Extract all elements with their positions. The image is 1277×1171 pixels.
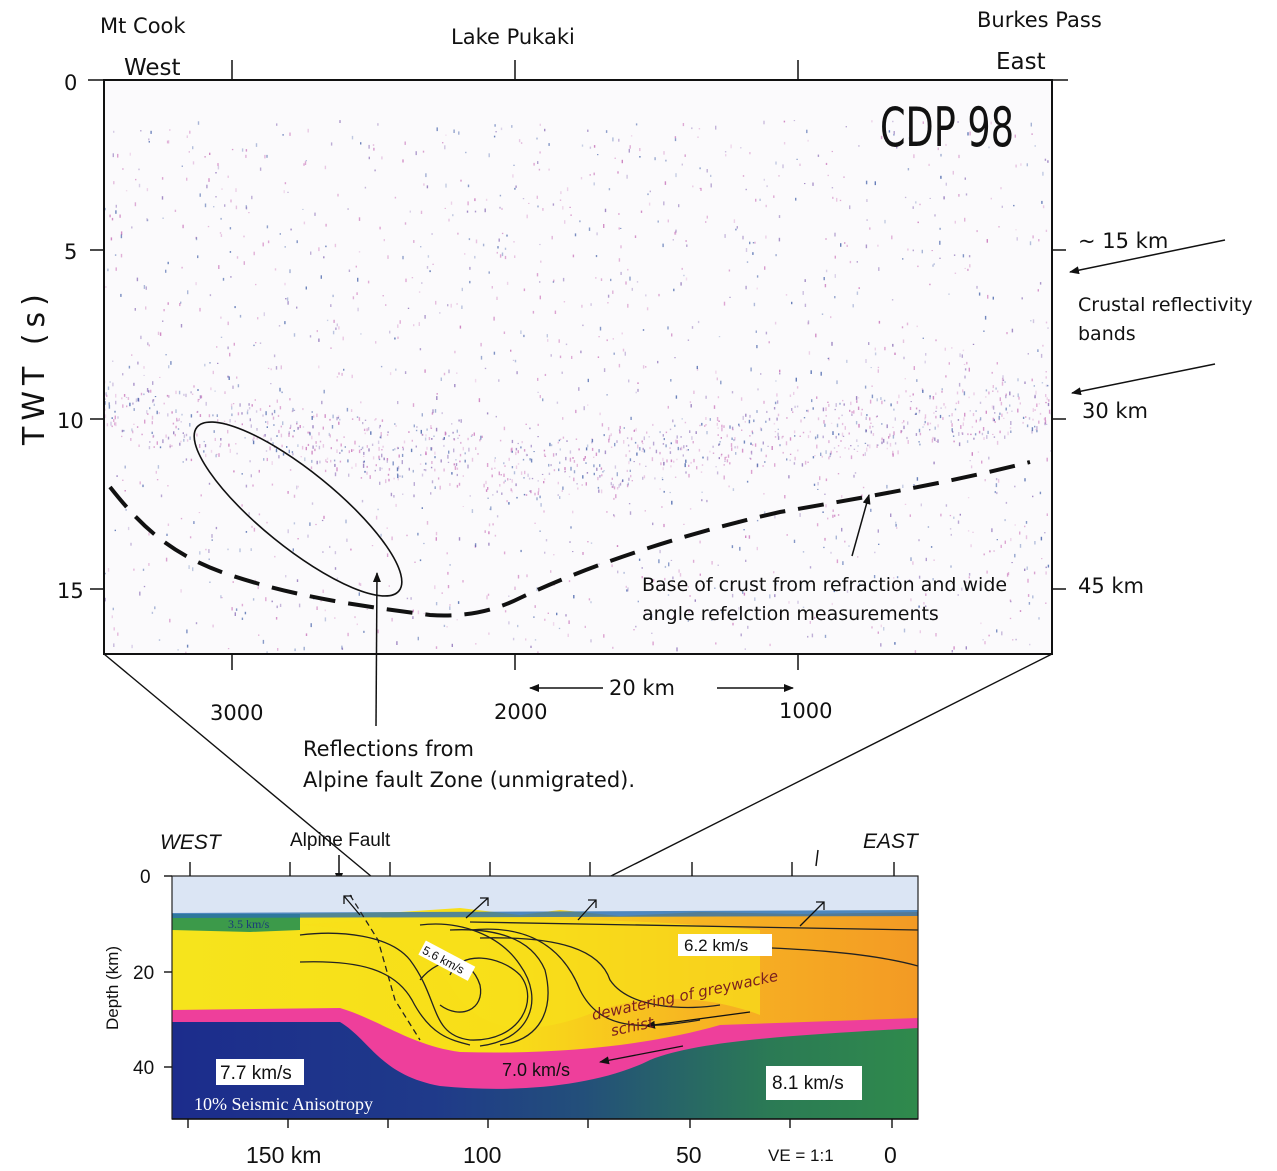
uplift-arrows	[343, 895, 825, 927]
anisotropy-label: 10% Seismic Anisotropy	[194, 1094, 373, 1114]
cdp-tick-1000: 1000	[779, 699, 832, 723]
surface-blue-strip	[172, 910, 918, 918]
seismic-reflectivity-noise	[104, 120, 1052, 654]
velocity-7-0: 7.0 km/s	[502, 1060, 570, 1080]
base-crust-label-2: angle refelction measurements	[642, 603, 939, 625]
dewatering-arrows	[599, 1011, 751, 1065]
top-panel: Mt Cook Lake Pukaki Burkes Pass West Eas…	[17, 8, 1253, 792]
lake-pukaki-label: Lake Pukaki	[451, 25, 575, 49]
cdp-tick-3000: 3000	[210, 701, 263, 725]
twt-ticks	[90, 249, 1066, 590]
depth-30km: 30 km	[1082, 399, 1148, 423]
base-crust-arrow	[851, 494, 871, 557]
reflections-label-2: Alpine fault Zone (unmigrated).	[303, 768, 635, 792]
vertical-exaggeration: VE = 1:1	[768, 1146, 834, 1165]
cdp-ticks	[231, 654, 799, 670]
east-label: East	[996, 49, 1046, 75]
alpine-fault-label: Alpine Fault	[290, 830, 391, 851]
mt-cook-label: Mt Cook	[100, 14, 186, 38]
base-of-crust-line	[108, 460, 1031, 618]
depth-tick-20: 20	[133, 963, 154, 984]
twt-axis-label: TWT (s)	[17, 288, 52, 446]
twt-tick-0: 0	[64, 71, 77, 95]
west-label: West	[124, 55, 181, 81]
twt-tick-10: 10	[57, 409, 84, 433]
seismic-section	[104, 80, 1052, 654]
depth-tick-0: 0	[140, 867, 151, 888]
west-caps-label: WEST	[160, 831, 223, 854]
twt-tick-5: 5	[64, 240, 77, 264]
velocity-6-2-box	[678, 934, 772, 956]
distance-tick-150: 150 km	[246, 1142, 321, 1168]
depth-ticks	[164, 862, 918, 1128]
mantle-layer	[172, 1022, 918, 1119]
east-marker	[815, 849, 819, 867]
surface-green-layer	[172, 914, 300, 932]
velocity-7-7-box	[216, 1059, 304, 1085]
bottom-panel: WEST EAST Alpine Fault	[103, 830, 920, 1168]
depth-axis-label: Depth (km)	[103, 946, 122, 1030]
zoom-connector-lines	[103, 653, 1053, 883]
distance-tick-100: 100	[463, 1142, 501, 1168]
distance-tick-0: 0	[884, 1142, 897, 1168]
velocity-3-5: 3.5 km/s	[228, 917, 270, 931]
alpine-fault-reflections-ellipse	[193, 421, 403, 597]
velocity-6-2: 6.2 km/s	[684, 936, 748, 955]
yellow-core	[300, 919, 760, 1028]
depth-tick-40: 40	[133, 1058, 154, 1079]
velocity-7-7: 7.7 km/s	[220, 1063, 292, 1084]
scale-bar-label: 20 km	[609, 676, 675, 700]
crustal-label-1: Crustal reflectivity	[1078, 294, 1253, 316]
depth-15km: ~ 15 km	[1078, 229, 1168, 253]
distance-tick-50: 50	[676, 1142, 702, 1168]
velocity-8-1: 8.1 km/s	[772, 1073, 844, 1094]
cdp-title: CDP 98	[880, 96, 1014, 159]
reflections-arrow	[372, 572, 381, 727]
crustal-arrows	[1069, 239, 1226, 396]
cdp-tick-2000: 2000	[494, 700, 547, 724]
depth-45km: 45 km	[1078, 574, 1144, 598]
base-crust-label-1: Base of crust from refraction and wide	[642, 574, 1007, 596]
crustal-label-2: bands	[1078, 323, 1136, 345]
seismic-frame	[103, 79, 1053, 655]
reflections-label-1: Reflections from	[303, 737, 474, 761]
velocity-8-1-box	[766, 1066, 862, 1100]
east-caps-label: EAST	[863, 830, 920, 853]
top-location-ticks	[88, 60, 1068, 81]
twt-tick-15: 15	[57, 579, 84, 603]
burkes-pass-label: Burkes Pass	[977, 8, 1102, 32]
